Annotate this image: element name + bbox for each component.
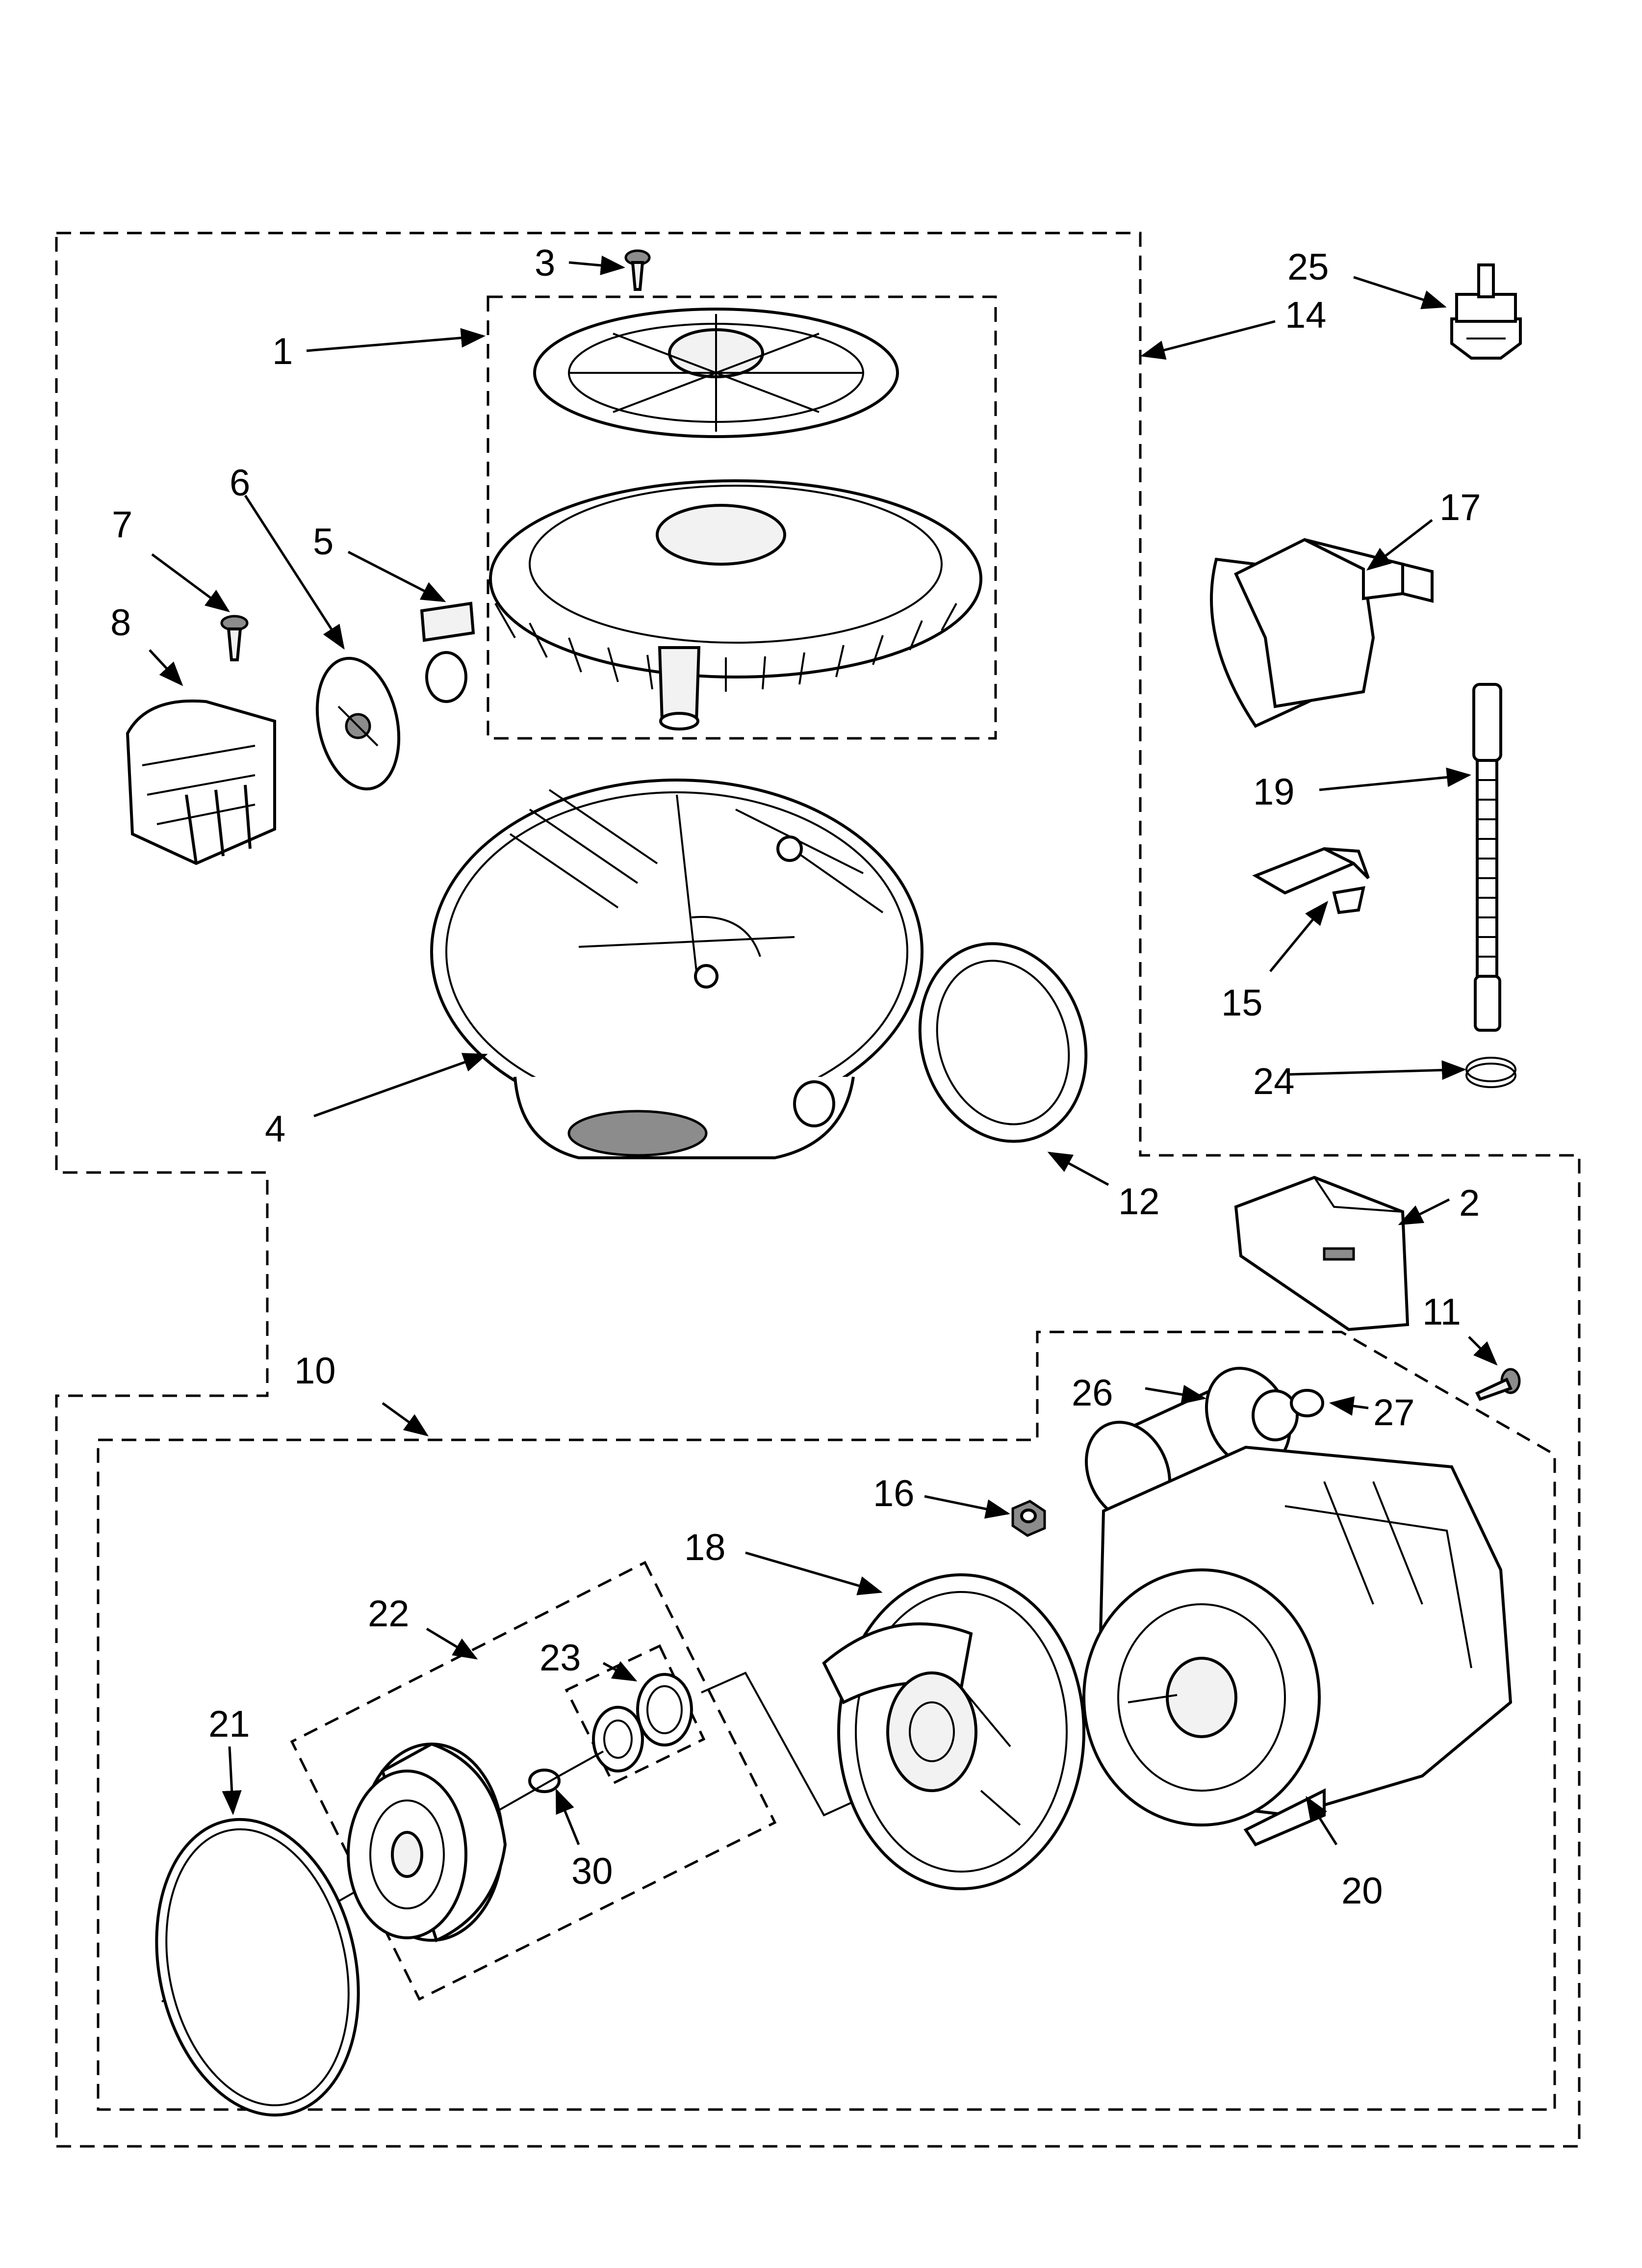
- callout-3: 3: [535, 242, 555, 284]
- leader-lines: [149, 256, 1498, 1846]
- callout-21: 21: [208, 1703, 250, 1745]
- part-8-diverter-housing: [126, 699, 276, 865]
- callout-17: 17: [1439, 487, 1481, 528]
- callout-11: 11: [1422, 1291, 1461, 1333]
- part-6-diverter-disc: [315, 656, 401, 791]
- assembly-22-boundary: [290, 1561, 777, 2001]
- callout-20: 20: [1341, 1870, 1383, 1912]
- part-15-clip: [1252, 847, 1370, 914]
- callout-2: 2: [1459, 1182, 1480, 1224]
- callout-4: 4: [265, 1108, 285, 1150]
- part-5-magnet: [420, 601, 475, 703]
- part-3-screw: [624, 249, 651, 291]
- callout-27: 27: [1373, 1392, 1415, 1434]
- part-25-turbidity-sensor: [1450, 263, 1522, 360]
- part-4-sump: [430, 779, 924, 1159]
- callout-18: 18: [684, 1527, 726, 1568]
- assembly-10-boundary: [97, 1330, 1556, 2111]
- part-17-bracket: [1210, 538, 1434, 728]
- part-11-screw: [1475, 1368, 1521, 1401]
- callout-10: 10: [294, 1350, 336, 1392]
- callout-5: 5: [313, 521, 334, 563]
- callout-22: 22: [368, 1593, 410, 1635]
- callout-7: 7: [112, 504, 132, 546]
- part-12-gasket: [918, 942, 1088, 1143]
- part-16-nut: [1011, 1500, 1046, 1537]
- callout-15: 15: [1221, 982, 1263, 1024]
- part-22-impeller: [347, 1742, 507, 1943]
- part-23-seal: [592, 1673, 693, 1773]
- callout-6: 6: [230, 462, 250, 504]
- callout-8: 8: [110, 602, 131, 644]
- part-2-cover: [1234, 1175, 1410, 1331]
- callout-25: 25: [1287, 246, 1329, 288]
- part-27-washer: [1290, 1389, 1324, 1417]
- part-24-clamp: [1465, 1057, 1516, 1088]
- part-20-motor: [1082, 1445, 1513, 1847]
- part-1-filter-hub: [489, 308, 982, 730]
- part-21-ring-seal: [155, 1818, 360, 2117]
- callout-1: 1: [272, 331, 293, 372]
- assembly-1-boundary: [487, 295, 997, 740]
- assembly-23-boundary: [564, 1644, 706, 1785]
- part-7-screw: [220, 615, 249, 661]
- part-30-washer: [528, 1769, 561, 1793]
- callout-24: 24: [1253, 1061, 1295, 1102]
- callout-26: 26: [1072, 1372, 1113, 1414]
- part-19-hose: [1472, 683, 1502, 1032]
- part-18-pump-housing: [822, 1573, 1085, 1890]
- callout-16: 16: [873, 1473, 915, 1514]
- callout-19: 19: [1253, 771, 1295, 813]
- callout-14: 14: [1285, 294, 1327, 336]
- callout-30: 30: [571, 1851, 613, 1892]
- assembly-14-boundary: [55, 232, 1581, 2148]
- callout-23: 23: [539, 1637, 581, 1679]
- callout-12: 12: [1118, 1181, 1160, 1223]
